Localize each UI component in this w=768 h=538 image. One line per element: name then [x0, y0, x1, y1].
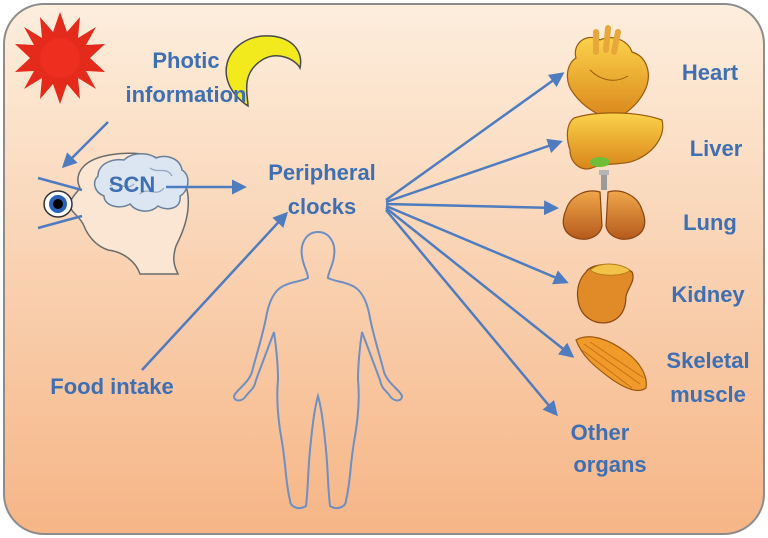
photic-label-line1: Photic [152, 48, 219, 73]
muscle-icon [575, 336, 647, 391]
arrow-food-to-peripheral [141, 211, 289, 371]
arrow-to-kidney [385, 204, 569, 285]
peripheral-clocks-line2: clocks [288, 194, 357, 219]
organ-label-liver: Liver [690, 136, 743, 161]
organ-label-muscle: muscle [670, 382, 746, 407]
organ-label-skeletal: Skeletal [666, 348, 749, 373]
brain-icon [93, 153, 189, 212]
peripheral-clocks-line1: Peripheral [268, 160, 376, 185]
organ-label-kidney: Kidney [671, 282, 745, 307]
sun-icon [15, 12, 105, 104]
kidney-icon [576, 263, 634, 324]
arrows [61, 72, 575, 417]
food-intake-label: Food intake [50, 374, 173, 399]
photic-label-line2: information [126, 82, 247, 107]
organ-label-lung: Lung [683, 210, 737, 235]
arrow-to-muscle [385, 207, 575, 358]
organ-label-organs: organs [573, 452, 646, 477]
arrow-to-other [385, 209, 558, 417]
human-body-icon [232, 230, 404, 509]
arrow-to-lung [385, 200, 559, 216]
arrow-to-liver [385, 138, 563, 204]
organ-label-heart: Heart [682, 60, 739, 85]
moon-icon [225, 35, 302, 108]
heart-icon [566, 25, 649, 121]
liver-icon [566, 112, 664, 170]
arrow-photic-to-eye [61, 121, 109, 169]
organ-label-other: Other [571, 420, 630, 445]
diagram-panel [3, 3, 765, 535]
eye-icon [37, 176, 83, 230]
arrow-to-heart [385, 72, 565, 202]
scn-label: SCN [109, 172, 155, 197]
lung-icon [562, 170, 646, 240]
